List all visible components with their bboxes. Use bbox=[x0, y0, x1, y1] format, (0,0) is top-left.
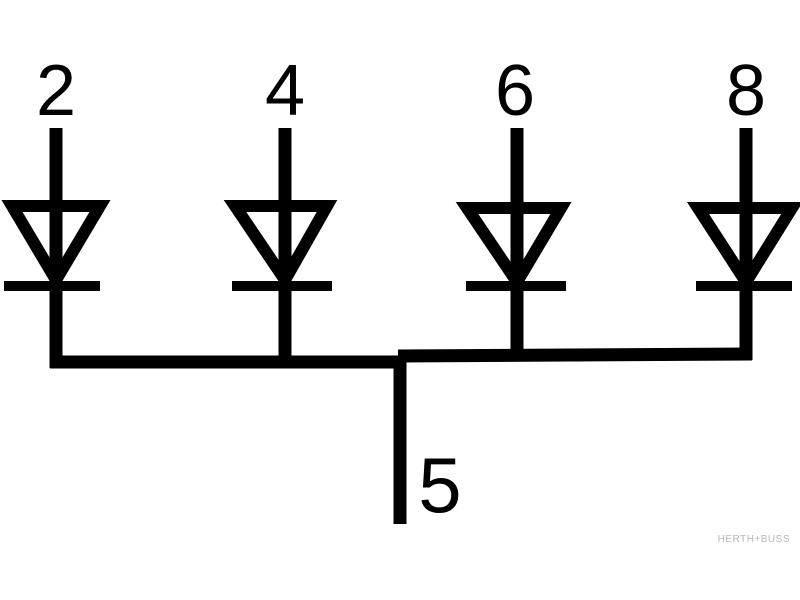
diode-triangle-4 bbox=[223, 200, 338, 292]
pin-label-2: 2 bbox=[36, 51, 76, 131]
common-pin-label-5: 5 bbox=[418, 441, 461, 529]
pin-label-8: 8 bbox=[726, 51, 766, 131]
diode-triangle-8 bbox=[686, 202, 800, 294]
diode-triangle-6 bbox=[455, 202, 572, 294]
common-bus-right bbox=[397, 347, 753, 363]
diode-triangle-2 bbox=[1, 200, 111, 292]
diode-branch-2: 2 bbox=[1, 51, 111, 368]
pin-label-6: 6 bbox=[495, 51, 535, 131]
pin-label-4: 4 bbox=[265, 51, 305, 131]
brand-watermark: HERTH+BUSS bbox=[717, 534, 790, 545]
diode-branch-6: 6 bbox=[455, 51, 572, 358]
diode-branch-8: 8 bbox=[686, 51, 800, 360]
diode-branch-4: 4 bbox=[223, 51, 338, 362]
